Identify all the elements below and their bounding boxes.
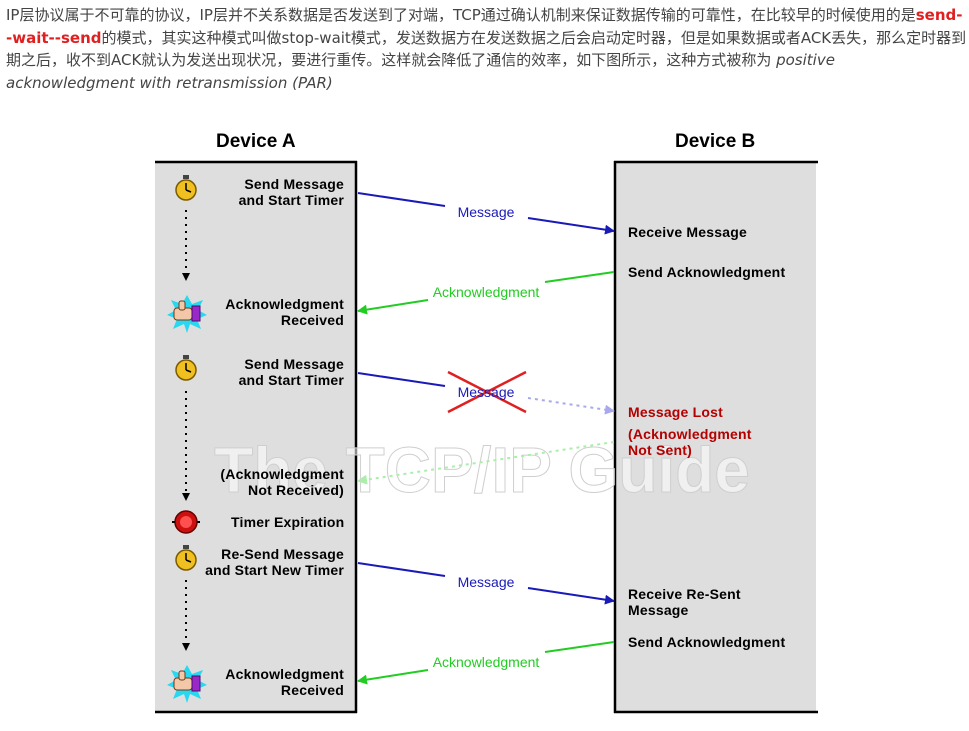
thumbs-up-icon: [167, 295, 207, 333]
lost-message-arrow-label: Message: [457, 384, 515, 400]
stopwatch-icon: [175, 355, 197, 381]
label-line: Receive Re-Sent: [628, 586, 741, 602]
ack-not-sent-label: (Acknowledgment Not Sent): [628, 426, 752, 458]
alarm-expired-icon: [172, 510, 200, 534]
send-ack-label: Send Acknowledgment: [628, 634, 786, 650]
intro-highlight: send--wait--send: [6, 6, 963, 47]
send-message-label: Send Message and Start Timer: [194, 356, 344, 388]
message-arrow-label: Message: [457, 574, 515, 590]
device-a-title: Device A: [216, 131, 296, 152]
label-line: Not Sent): [628, 442, 693, 458]
label-line: Send Message: [244, 356, 344, 372]
watermark: The TCP/IP Guide: [214, 434, 750, 506]
resend-message-label: Re-Send Message and Start New Timer: [164, 546, 344, 578]
receive-resent-label: Receive Re-Sent Message: [628, 586, 741, 618]
stopwatch-icon: [175, 175, 197, 201]
intro-italic: positive acknowledgment with retransmiss…: [6, 51, 835, 92]
device-a-panel: [155, 160, 358, 714]
message-lost-label: Message Lost: [628, 404, 723, 420]
label-line: and Start Timer: [238, 372, 344, 388]
intro-text: IP层协议属于不可靠的协议，IP层并不关系数据是否发送到了对端，TCP通过确认机…: [6, 4, 968, 94]
label-line: Acknowledgment: [225, 296, 344, 312]
ack-arrow-label: Acknowledgment: [432, 654, 540, 670]
ack-arrow-not-sent: [357, 441, 615, 485]
label-line: and Start New Timer: [205, 562, 344, 578]
ack-not-received-label: (Acknowledgment Not Received): [194, 466, 344, 498]
label-line: (Acknowledgment: [220, 466, 344, 482]
timer-expiration-label: Timer Expiration: [231, 514, 345, 530]
message-arrow-1: [357, 192, 615, 235]
stopwatch-icon: [175, 545, 197, 571]
label-line: Received: [280, 312, 344, 328]
label-line: Not Received): [248, 482, 344, 498]
send-ack-label: Send Acknowledgment: [628, 264, 786, 280]
ack-received-label: Acknowledgment Received: [194, 666, 344, 698]
label-line: Received: [280, 682, 344, 698]
receive-message-label: Receive Message: [628, 224, 747, 240]
label-line: and Start Timer: [238, 192, 344, 208]
message-arrow-3: [357, 562, 615, 605]
ack-received-label: Acknowledgment Received: [194, 296, 344, 328]
ack-arrow-3: [357, 641, 615, 685]
lost-cross-icon: [447, 370, 527, 414]
label-line: (Acknowledgment: [628, 426, 752, 442]
thumbs-up-icon: [167, 665, 207, 703]
label-line: Message: [628, 602, 689, 618]
ack-arrow-label: Acknowledgment: [432, 284, 540, 300]
intro-part2: 的模式，其实这种模式叫做stop-wait模式，发送数据方在发送数据之后会启动定…: [6, 28, 967, 70]
intro-part1: IP层协议属于不可靠的协议，IP层并不关系数据是否发送到了对端，TCP通过确认机…: [6, 6, 916, 24]
message-arrow-label: Message: [457, 204, 515, 220]
send-message-label: Send Message and Start Timer: [194, 176, 344, 208]
device-b-panel: [613, 160, 818, 714]
label-line: Acknowledgment: [225, 666, 344, 682]
device-b-title: Device B: [675, 131, 756, 152]
label-line: Send Message: [244, 176, 344, 192]
ack-arrow-1: [357, 271, 615, 315]
label-line: Re-Send Message: [221, 546, 344, 562]
message-arrow-lost: [357, 372, 615, 415]
